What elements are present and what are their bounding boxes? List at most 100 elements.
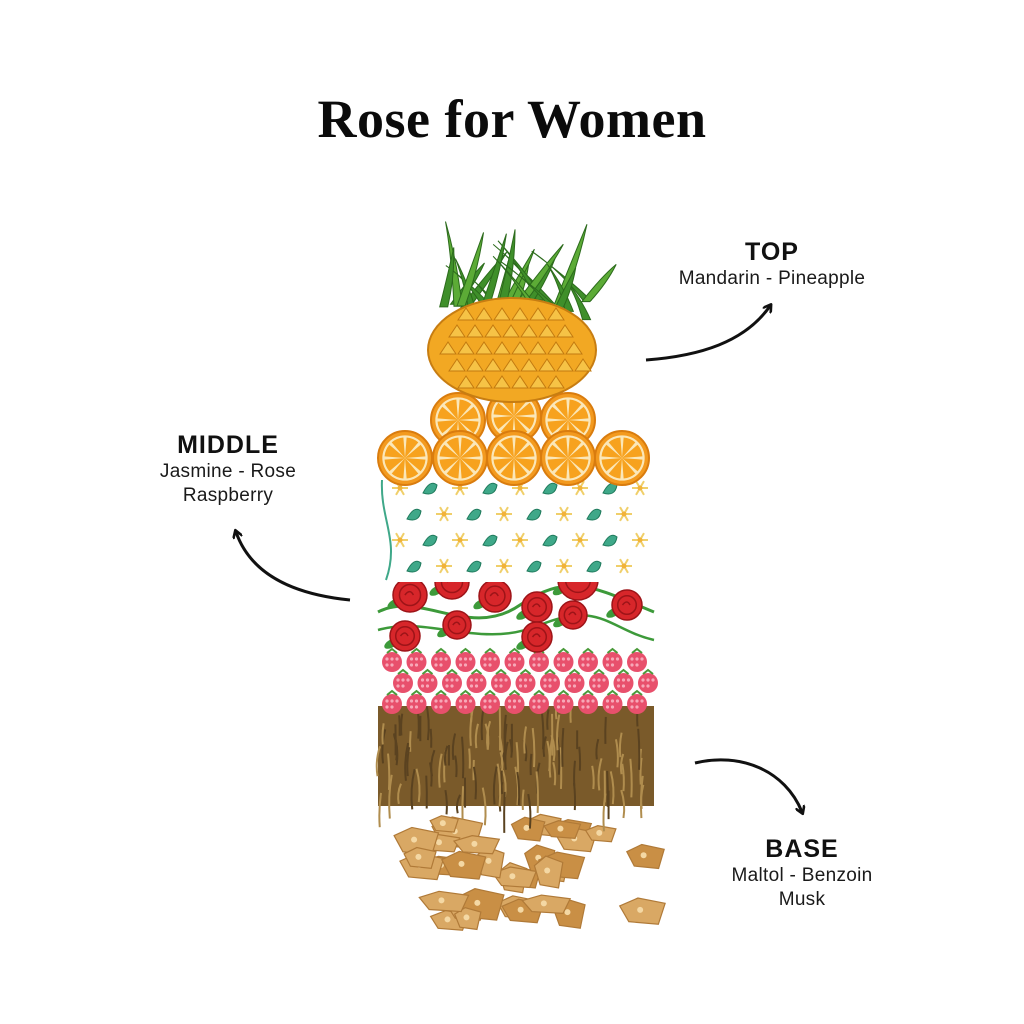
crystal-highlight [471,840,478,847]
jasmine-flower [452,532,468,548]
base-notes-line-1: Maltol - Benzoin [731,865,873,886]
pineapple-scale [565,341,583,355]
crystal-highlight [523,824,530,831]
pineapple-scale [493,341,511,355]
raspberry [406,647,427,672]
fur-strand [597,758,603,791]
jasmine-leaf [526,560,542,573]
jasmine-flower [436,506,452,522]
crystal-highlight [485,857,492,864]
crystal-highlight [517,906,524,913]
musk-fur-layer [375,700,654,833]
crystal-highlight [444,916,451,923]
fur-strand [496,763,502,807]
rose [437,610,472,640]
fur-strand [552,761,557,786]
base-notes-line-2: Musk [778,889,826,910]
fur-strand [375,745,381,777]
crystal-highlight [474,899,481,906]
fur-strand [531,727,536,768]
fur-strand [573,760,577,786]
fur-strand [629,758,633,798]
pineapple-leaf [456,232,485,307]
fur-strand [472,766,478,800]
crystal-highlight [596,829,603,836]
raspberry [589,668,609,693]
top-notes-label: TOP Mandarin - Pineapple [640,237,904,291]
pineapple-scale [556,324,574,338]
crystal-highlight [640,852,647,859]
fur-strand [455,794,461,814]
fur-strand [461,736,465,779]
crystal-highlight [463,914,470,921]
pineapple-scale [538,358,556,372]
fur-strand [410,768,416,810]
raspberry [564,668,585,693]
pineapple-body [427,297,597,403]
pineapple-scale [547,341,565,355]
raspberry [613,668,634,693]
fur-strand [561,728,565,767]
pineapple-scale [439,341,457,355]
pineapple-scale [520,324,538,338]
jasmine-flower [572,480,588,496]
jasmine-leaf [602,534,618,547]
fur-strand [409,731,412,752]
pineapple-scale [538,324,556,338]
jasmine-leaf [482,534,498,547]
fur-strand [527,793,532,829]
raspberry [529,689,549,714]
pineapple-scale [448,358,466,372]
raspberry [417,668,438,693]
pineapple-scale [511,375,529,389]
pineapple-leaf [439,247,455,308]
rose [606,589,643,621]
fur-strand [461,786,465,820]
fur-strand [500,752,506,795]
page-title: Rose for Women [317,89,707,149]
middle-notes-line-2: Raspberry [182,485,274,506]
fur-strand [392,733,399,761]
pineapple-scale [529,375,547,389]
jasmine-leaf [406,508,422,521]
raspberry [553,689,574,714]
raspberry [406,689,427,714]
pineapple-scale [574,358,592,372]
pineapple-scale [448,324,466,338]
jasmine-leaf [422,534,438,547]
raspberry [553,647,574,672]
raspberry [455,689,476,714]
fur-strand [640,784,645,809]
crystal-highlight [435,839,442,846]
jasmine-flower [572,532,588,548]
fur-strand [504,741,509,770]
fur-strand [609,771,615,805]
fur-strand [541,713,545,750]
orange-slice [432,430,488,486]
jasmine-leaf [482,482,498,495]
fur-strand [469,709,474,746]
raspberry [393,668,413,693]
pineapple-scale [547,375,565,389]
jasmine-flower [616,506,632,522]
fur-strand [474,723,479,749]
jasmine-leaf [526,508,542,521]
fur-strand [404,742,410,781]
raspberry [455,647,476,672]
raspberry [466,668,487,693]
fur-strand [614,739,619,768]
jasmine-flower [392,532,408,548]
jasmine-leaf [466,560,482,573]
jasmine-layer [378,470,654,582]
fur-strand [415,768,421,803]
pineapple-scale [511,307,529,321]
raspberry-layer [378,640,658,714]
crystal-highlight [557,825,564,832]
fur-strand [602,793,607,832]
pineapple-scale [493,307,511,321]
fur-strand [516,771,521,806]
raspberry [602,689,623,714]
top-notes-line-1: Mandarin - Pineapple [678,268,866,289]
orange-slice [486,430,542,486]
raspberry [431,647,451,672]
